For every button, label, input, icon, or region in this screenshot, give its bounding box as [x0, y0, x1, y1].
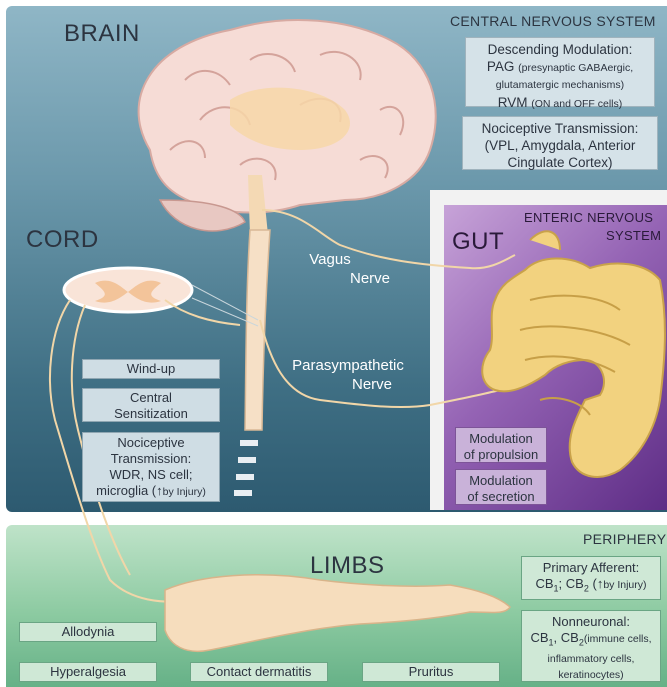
central-line-2: Sensitization: [83, 406, 219, 422]
enteric-label: ENTERIC NERVOUS: [524, 210, 653, 225]
rvm-detail: (ON and OFF cells): [531, 98, 622, 110]
central-line-1: Central: [83, 390, 219, 406]
limbs-label: LIMBS: [310, 552, 385, 580]
vagus-nerve-label: Vagus Nerve: [300, 250, 360, 288]
rvm-label: RVM: [498, 95, 528, 110]
nonneuro-cb1: CB: [530, 630, 548, 645]
secretion-line-1: Modulation: [456, 473, 546, 489]
cord-section-illustration: [64, 268, 258, 326]
cord-noci-3: WDR, NS cell;: [83, 467, 219, 483]
vagus-line-1: Vagus: [300, 250, 360, 269]
cord-label: CORD: [26, 226, 99, 254]
cb1-label: CB: [535, 576, 553, 591]
cord-noci-2: Transmission:: [83, 451, 219, 467]
secretion-box: Modulation of secretion: [455, 469, 547, 505]
brain-illustration: [139, 20, 436, 235]
noci-cns-line-3: Cingulate Cortex): [463, 154, 657, 171]
hyperalgesia-box: Hyperalgesia: [19, 662, 157, 682]
contact-dermatitis-box: Contact dermatitis: [190, 662, 328, 682]
cb2-sub: 2: [584, 584, 589, 594]
windup-box: Wind-up: [82, 359, 220, 379]
gut-label: GUT: [452, 228, 504, 256]
rvm-line: RVM (ON and OFF cells): [466, 94, 654, 113]
enteric-label-2: SYSTEM: [606, 228, 661, 243]
cord-noci-4-text: microglia (: [96, 483, 156, 498]
cord-noci-5: by Injury): [163, 486, 206, 498]
primary-injury: by Injury): [603, 579, 646, 591]
primary-title: Primary Afferent:: [522, 560, 660, 576]
secretion-line-2: of secretion: [456, 489, 546, 505]
pag-detail-1: (presynaptic GABAergic,: [518, 62, 633, 74]
pruritus-box: Pruritus: [362, 662, 500, 682]
periphery-label: PERIPHERY: [583, 531, 666, 547]
cord-nociceptive-box: Nociceptive Transmission: WDR, NS cell; …: [82, 432, 220, 502]
vagus-line-2: Nerve: [300, 269, 360, 288]
nonneuro-line: CB1, CB2(immune cells,: [522, 630, 660, 651]
cns-label: CENTRAL NERVOUS SYSTEM: [450, 13, 656, 29]
noci-cns-line-2: (VPL, Amygdala, Anterior: [463, 137, 657, 154]
cord-noci-1: Nociceptive: [83, 435, 219, 451]
nonneuronal-box: Nonneuronal: CB1, CB2(immune cells, infl…: [521, 610, 661, 682]
pag-detail-2: glutamatergic mechanisms): [466, 77, 654, 94]
cord-noci-4: microglia (↑by Injury): [83, 483, 219, 500]
parasympathetic-nerve-label: Parasympathetic Nerve: [278, 356, 418, 394]
noci-cns-line-1: Nociceptive Transmission:: [463, 120, 657, 137]
para-line-2: Nerve: [278, 375, 418, 394]
descending-title: Descending Modulation:: [466, 41, 654, 58]
arm-illustration: [165, 575, 510, 652]
descending-modulation-box: Descending Modulation: PAG (presynaptic …: [465, 37, 655, 107]
propulsion-box: Modulation of propulsion: [455, 427, 547, 463]
pag-line: PAG (presynaptic GABAergic,: [466, 58, 654, 77]
propulsion-line-1: Modulation: [456, 431, 546, 447]
nociceptive-transmission-box: Nociceptive Transmission: (VPL, Amygdala…: [462, 116, 658, 170]
nonneuro-detail-2: inflammatory cells,: [522, 651, 660, 667]
primary-line: CB1; CB2 (↑by Injury): [522, 576, 660, 597]
nonneuro-detail-1: (immune cells,: [584, 633, 652, 645]
pag-label: PAG: [487, 59, 515, 74]
allodynia-box: Allodynia: [19, 622, 157, 642]
brain-label: BRAIN: [64, 20, 140, 48]
spinal-cord-illustration: [234, 230, 270, 496]
para-line-1: Parasympathetic: [278, 356, 418, 375]
up-arrow-icon: (↑: [592, 576, 603, 591]
primary-afferent-box: Primary Afferent: CB1; CB2 (↑by Injury): [521, 556, 661, 600]
nonneuro-cb2: , CB: [554, 630, 579, 645]
nonneuro-title: Nonneuronal:: [522, 614, 660, 630]
propulsion-line-2: of propulsion: [456, 447, 546, 463]
nonneuro-detail-3: keratinocytes): [522, 667, 660, 683]
central-sensitization-box: Central Sensitization: [82, 388, 220, 422]
cb2-label: ; CB: [559, 576, 584, 591]
